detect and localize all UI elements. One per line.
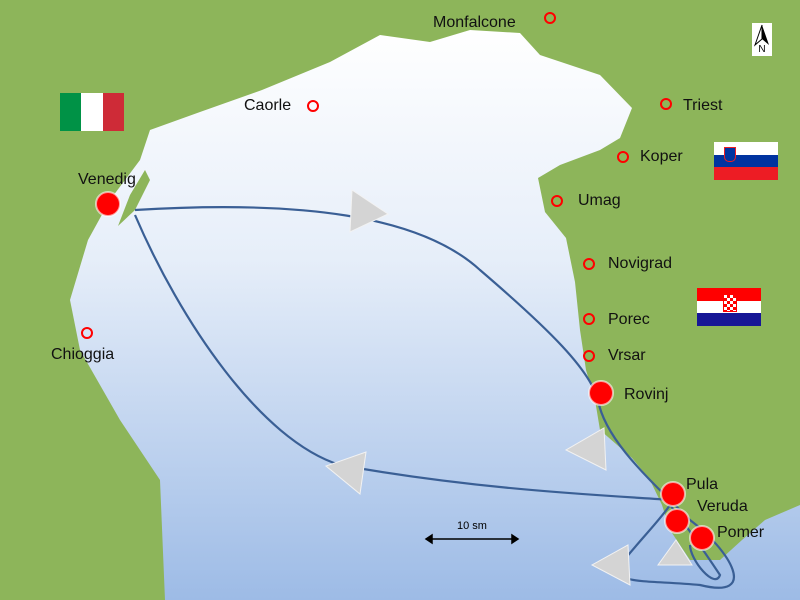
label-porec: Porec	[608, 311, 650, 328]
slovenia-flag	[714, 142, 778, 180]
label-rovinj: Rovinj	[624, 386, 669, 403]
arrow-icon	[657, 539, 693, 566]
label-venedig: Venedig	[78, 171, 136, 188]
label-chioggia: Chioggia	[51, 346, 115, 363]
north-label: N	[758, 44, 766, 55]
scale-bar	[424, 533, 520, 545]
north-arrow-icon	[753, 24, 769, 47]
label-pula: Pula	[686, 476, 719, 493]
stop-markers	[95, 191, 715, 551]
label-vrsar: Vrsar	[608, 347, 646, 364]
small-markers	[81, 12, 672, 362]
arrow-icon	[349, 189, 390, 233]
label-caorle: Caorle	[244, 97, 292, 114]
label-umag: Umag	[578, 192, 621, 209]
label-novigrad: Novigrad	[608, 255, 673, 272]
label-veruda: Veruda	[697, 498, 748, 515]
direction-arrows	[324, 189, 693, 586]
label-monfalcone: Monfalcone	[433, 14, 516, 31]
adriatic-sea	[70, 30, 800, 600]
arrow-icon	[590, 544, 631, 586]
arrow-icon	[324, 451, 367, 495]
venice-lagoon-island	[118, 170, 150, 226]
arrow-icon	[564, 427, 607, 471]
label-pomer: Pomer	[717, 524, 765, 541]
croatia-flag	[697, 288, 761, 326]
north-arrow: N	[752, 23, 772, 56]
scale-label: 10 sm	[457, 520, 487, 532]
italy-flag	[60, 93, 124, 131]
label-koper: Koper	[640, 148, 683, 165]
label-triest: Triest	[683, 97, 723, 114]
